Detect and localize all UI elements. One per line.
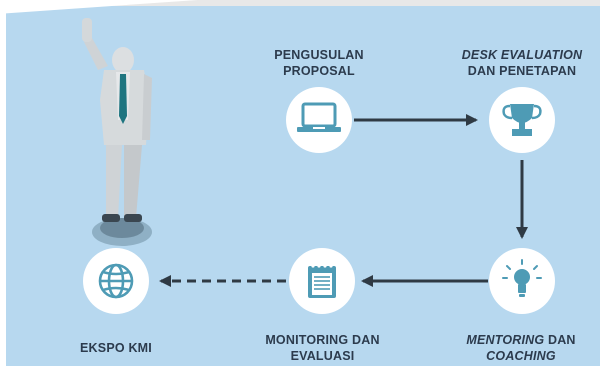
notepad-icon [308, 264, 336, 298]
diagram-graphics [82, 18, 555, 314]
label-desk: DESK EVALUATION DAN PENETAPAN [461, 48, 583, 78]
top-bar [6, 0, 600, 6]
laptop-icon [297, 102, 341, 132]
step-monitoring-node [289, 248, 355, 314]
label-ekspo: EKSPO KMI [80, 341, 152, 355]
step-ekspo-node [83, 248, 149, 314]
presenter-figure [82, 18, 152, 246]
step-proposal-node [286, 87, 352, 153]
globe-icon [98, 263, 134, 299]
label-monitoring: MONITORING DAN EVALUASI [265, 333, 380, 363]
trophy-icon [502, 104, 542, 136]
step-desk-node [489, 87, 555, 153]
lightbulb-icon [502, 259, 542, 297]
step-mentoring-node [489, 248, 555, 314]
label-mentoring: MENTORING DAN COACHING [466, 333, 576, 363]
diagram-canvas: PENGUSULAN PROPOSAL DESK EVALUATION DAN … [6, 0, 600, 366]
label-proposal: PENGUSULAN PROPOSAL [274, 48, 364, 78]
